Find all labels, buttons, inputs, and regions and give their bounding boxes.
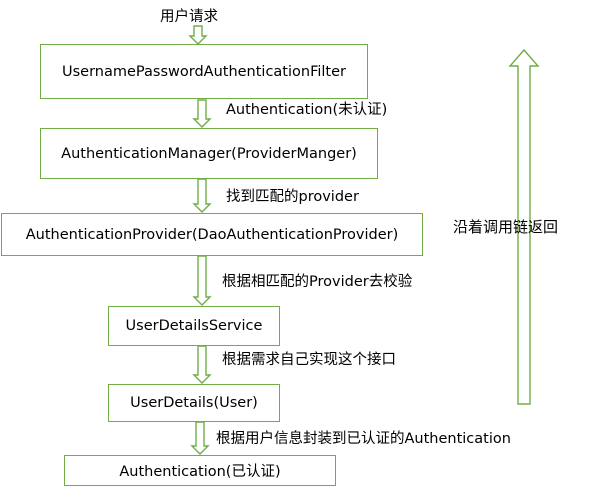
arrow-return (508, 48, 540, 405)
provider-box: AuthenticationProvider(DaoAuthentication… (1, 213, 423, 256)
user-details-box: UserDetails(User) (108, 384, 280, 422)
arrow-step-5 (190, 421, 210, 455)
request-label: 用户请求 (160, 9, 218, 25)
user-details-service-box: UserDetailsService (108, 306, 280, 346)
arrow-step-4 (192, 345, 212, 384)
authenticated-box: Authentication(已认证) (64, 455, 336, 486)
arrow-step-3 (192, 255, 212, 306)
arrow-step-1 (192, 99, 212, 128)
filter-box: UsernamePasswordAuthenticationFilter (40, 44, 368, 99)
arrow-request (188, 25, 208, 45)
step-label-validate: 根据相匹配的Provider去校验 (222, 274, 413, 290)
return-label: 沿着调用链返回 (453, 218, 559, 236)
step-label-implement-interface: 根据需求自己实现这个接口 (222, 352, 396, 368)
step-label-unauthenticated: Authentication(未认证) (226, 102, 388, 118)
step-label-find-provider: 找到匹配的provider (226, 189, 359, 205)
manager-box: AuthenticationManager(ProviderManger) (40, 128, 378, 179)
arrow-step-2 (192, 178, 212, 213)
step-label-wrap-authenticated: 根据用户信息封装到已认证的Authentication (216, 431, 511, 447)
